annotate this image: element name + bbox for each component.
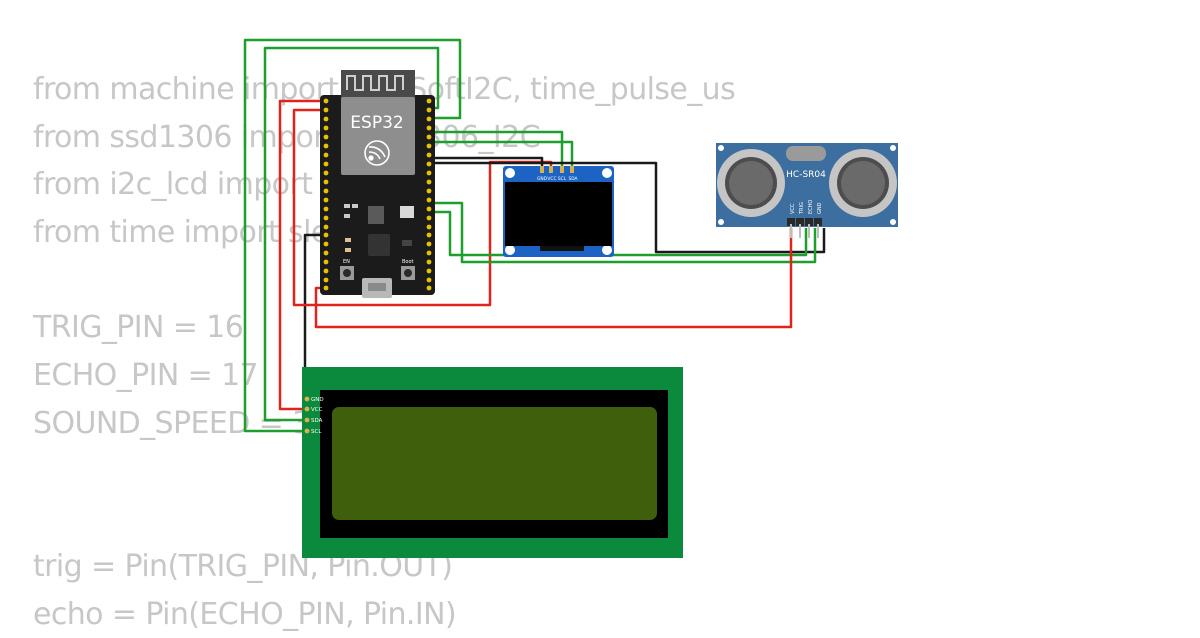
lcd-screen xyxy=(332,407,657,520)
lcd-16x2-display[interactable]: GND VCC SDA SCL xyxy=(302,367,683,558)
sonar-label: HC-SR04 xyxy=(786,170,826,180)
wire-sonar-echo[interactable] xyxy=(432,210,808,257)
sonar-pin-vcc: VCC xyxy=(790,203,796,214)
wire-sonar-vcc[interactable] xyxy=(314,228,793,329)
esp32-right-pins xyxy=(426,98,432,291)
wires xyxy=(243,38,826,433)
lcd-pin-scl: SCL xyxy=(311,429,322,435)
oled-pin-gnd: GND xyxy=(537,176,548,182)
oled-pin-vcc: VCC xyxy=(547,176,556,182)
esp32-boot-label: Boot xyxy=(402,259,414,265)
code-line: echo = Pin(ECHO_PIN, Pin.IN) xyxy=(33,596,457,632)
sonar-transducer-right xyxy=(829,149,897,217)
oled-display[interactable]: GND VCC SCL SDA xyxy=(503,166,614,257)
wire-oled-scl[interactable] xyxy=(432,130,564,170)
esp32-en-label: EN xyxy=(343,259,350,265)
wire-sonar-trig[interactable] xyxy=(432,201,817,264)
oled-pin-sda: SDA xyxy=(568,176,577,182)
esp32-left-pins xyxy=(323,98,329,291)
code-line: TRIG_PIN = 16 xyxy=(33,310,244,346)
lcd-pin-gnd: GND xyxy=(311,397,324,403)
lcd-pin-sda: SDA xyxy=(311,418,323,424)
wire-lcd-vcc[interactable] xyxy=(278,99,326,411)
oled-pin-scl: SCL xyxy=(558,176,567,182)
wire-sonar-gnd[interactable] xyxy=(432,161,826,254)
sonar-pin-echo: ECHO xyxy=(808,200,814,214)
esp32-en-button[interactable]: EN xyxy=(340,259,354,280)
wire-lcd-sda[interactable] xyxy=(263,46,440,422)
code-line: ECHO_PIN = 17 xyxy=(33,358,259,394)
esp32-label: ESP32 xyxy=(350,113,403,133)
wire-lcd-scl[interactable] xyxy=(243,38,462,433)
hc-sr04-sensor[interactable]: HC-SR04 VCC TRIG ECHO GND xyxy=(716,143,898,238)
esp32-boot-button[interactable]: Boot xyxy=(401,259,415,280)
sonar-pin-headers xyxy=(787,218,822,226)
sonar-pin-trig: TRIG xyxy=(799,202,805,215)
wire-oled-sda[interactable] xyxy=(432,140,574,170)
sonar-transducer-left xyxy=(717,149,785,217)
lcd-pin-holes xyxy=(304,396,310,434)
sonar-pin-gnd: GND xyxy=(817,202,823,214)
oled-pin-headers xyxy=(540,166,574,173)
lcd-pin-vcc: VCC xyxy=(311,407,323,413)
espressif-logo-icon xyxy=(364,140,390,166)
oled-screen xyxy=(505,182,612,246)
esp32-board[interactable]: ESP32 xyxy=(320,70,435,298)
